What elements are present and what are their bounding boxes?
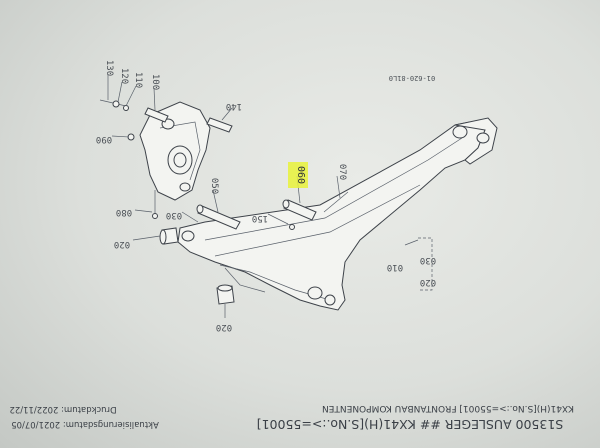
callout-020-left: 020 bbox=[114, 239, 130, 249]
boom-arm bbox=[177, 117, 498, 311]
callout-labels: 130 120 110 100 090 140 080 020 030 050 … bbox=[96, 60, 436, 332]
document-header: S13500 AUSLEGER ## KX41(H)[S.No.:>=55001… bbox=[9, 403, 574, 432]
callout-110: 130 bbox=[104, 60, 114, 76]
callout-090: 110 bbox=[133, 72, 143, 88]
document-subtitle: KX41(H)[S.No.:>=55001] FRONTANBAU KOMPON… bbox=[322, 403, 574, 413]
swing-bracket bbox=[139, 101, 211, 201]
callout-100: 120 bbox=[119, 68, 129, 84]
drawing-reference-code: 01-620-81L0 bbox=[389, 74, 435, 82]
callout-030-right: 030 bbox=[420, 255, 436, 265]
callout-080: 100 bbox=[150, 74, 160, 90]
callout-020-bottom: 020 bbox=[216, 322, 232, 332]
callout-140: 070 bbox=[337, 164, 347, 180]
callout-030-left: 030 bbox=[166, 210, 182, 220]
callout-130: 060 bbox=[295, 166, 306, 184]
callout-150: 150 bbox=[252, 213, 268, 223]
print-date: Druckdatum: 2022/11/22 bbox=[9, 404, 116, 414]
update-date: Aktualisierungsdatum: 2021/07/05 bbox=[11, 419, 159, 429]
pins-and-bushings bbox=[99, 99, 349, 305]
callout-060: 080 bbox=[116, 207, 132, 217]
document-title: S13500 AUSLEGER ## KX41(H)[S.No.:>=55001… bbox=[257, 417, 564, 432]
callout-070: 090 bbox=[96, 134, 112, 144]
highlight-marker-130 bbox=[288, 162, 308, 188]
callout-010: 010 bbox=[387, 262, 403, 272]
callout-050: 050 bbox=[209, 178, 219, 194]
callout-020-right: 020 bbox=[420, 277, 436, 287]
callout-120: 140 bbox=[226, 101, 242, 111]
